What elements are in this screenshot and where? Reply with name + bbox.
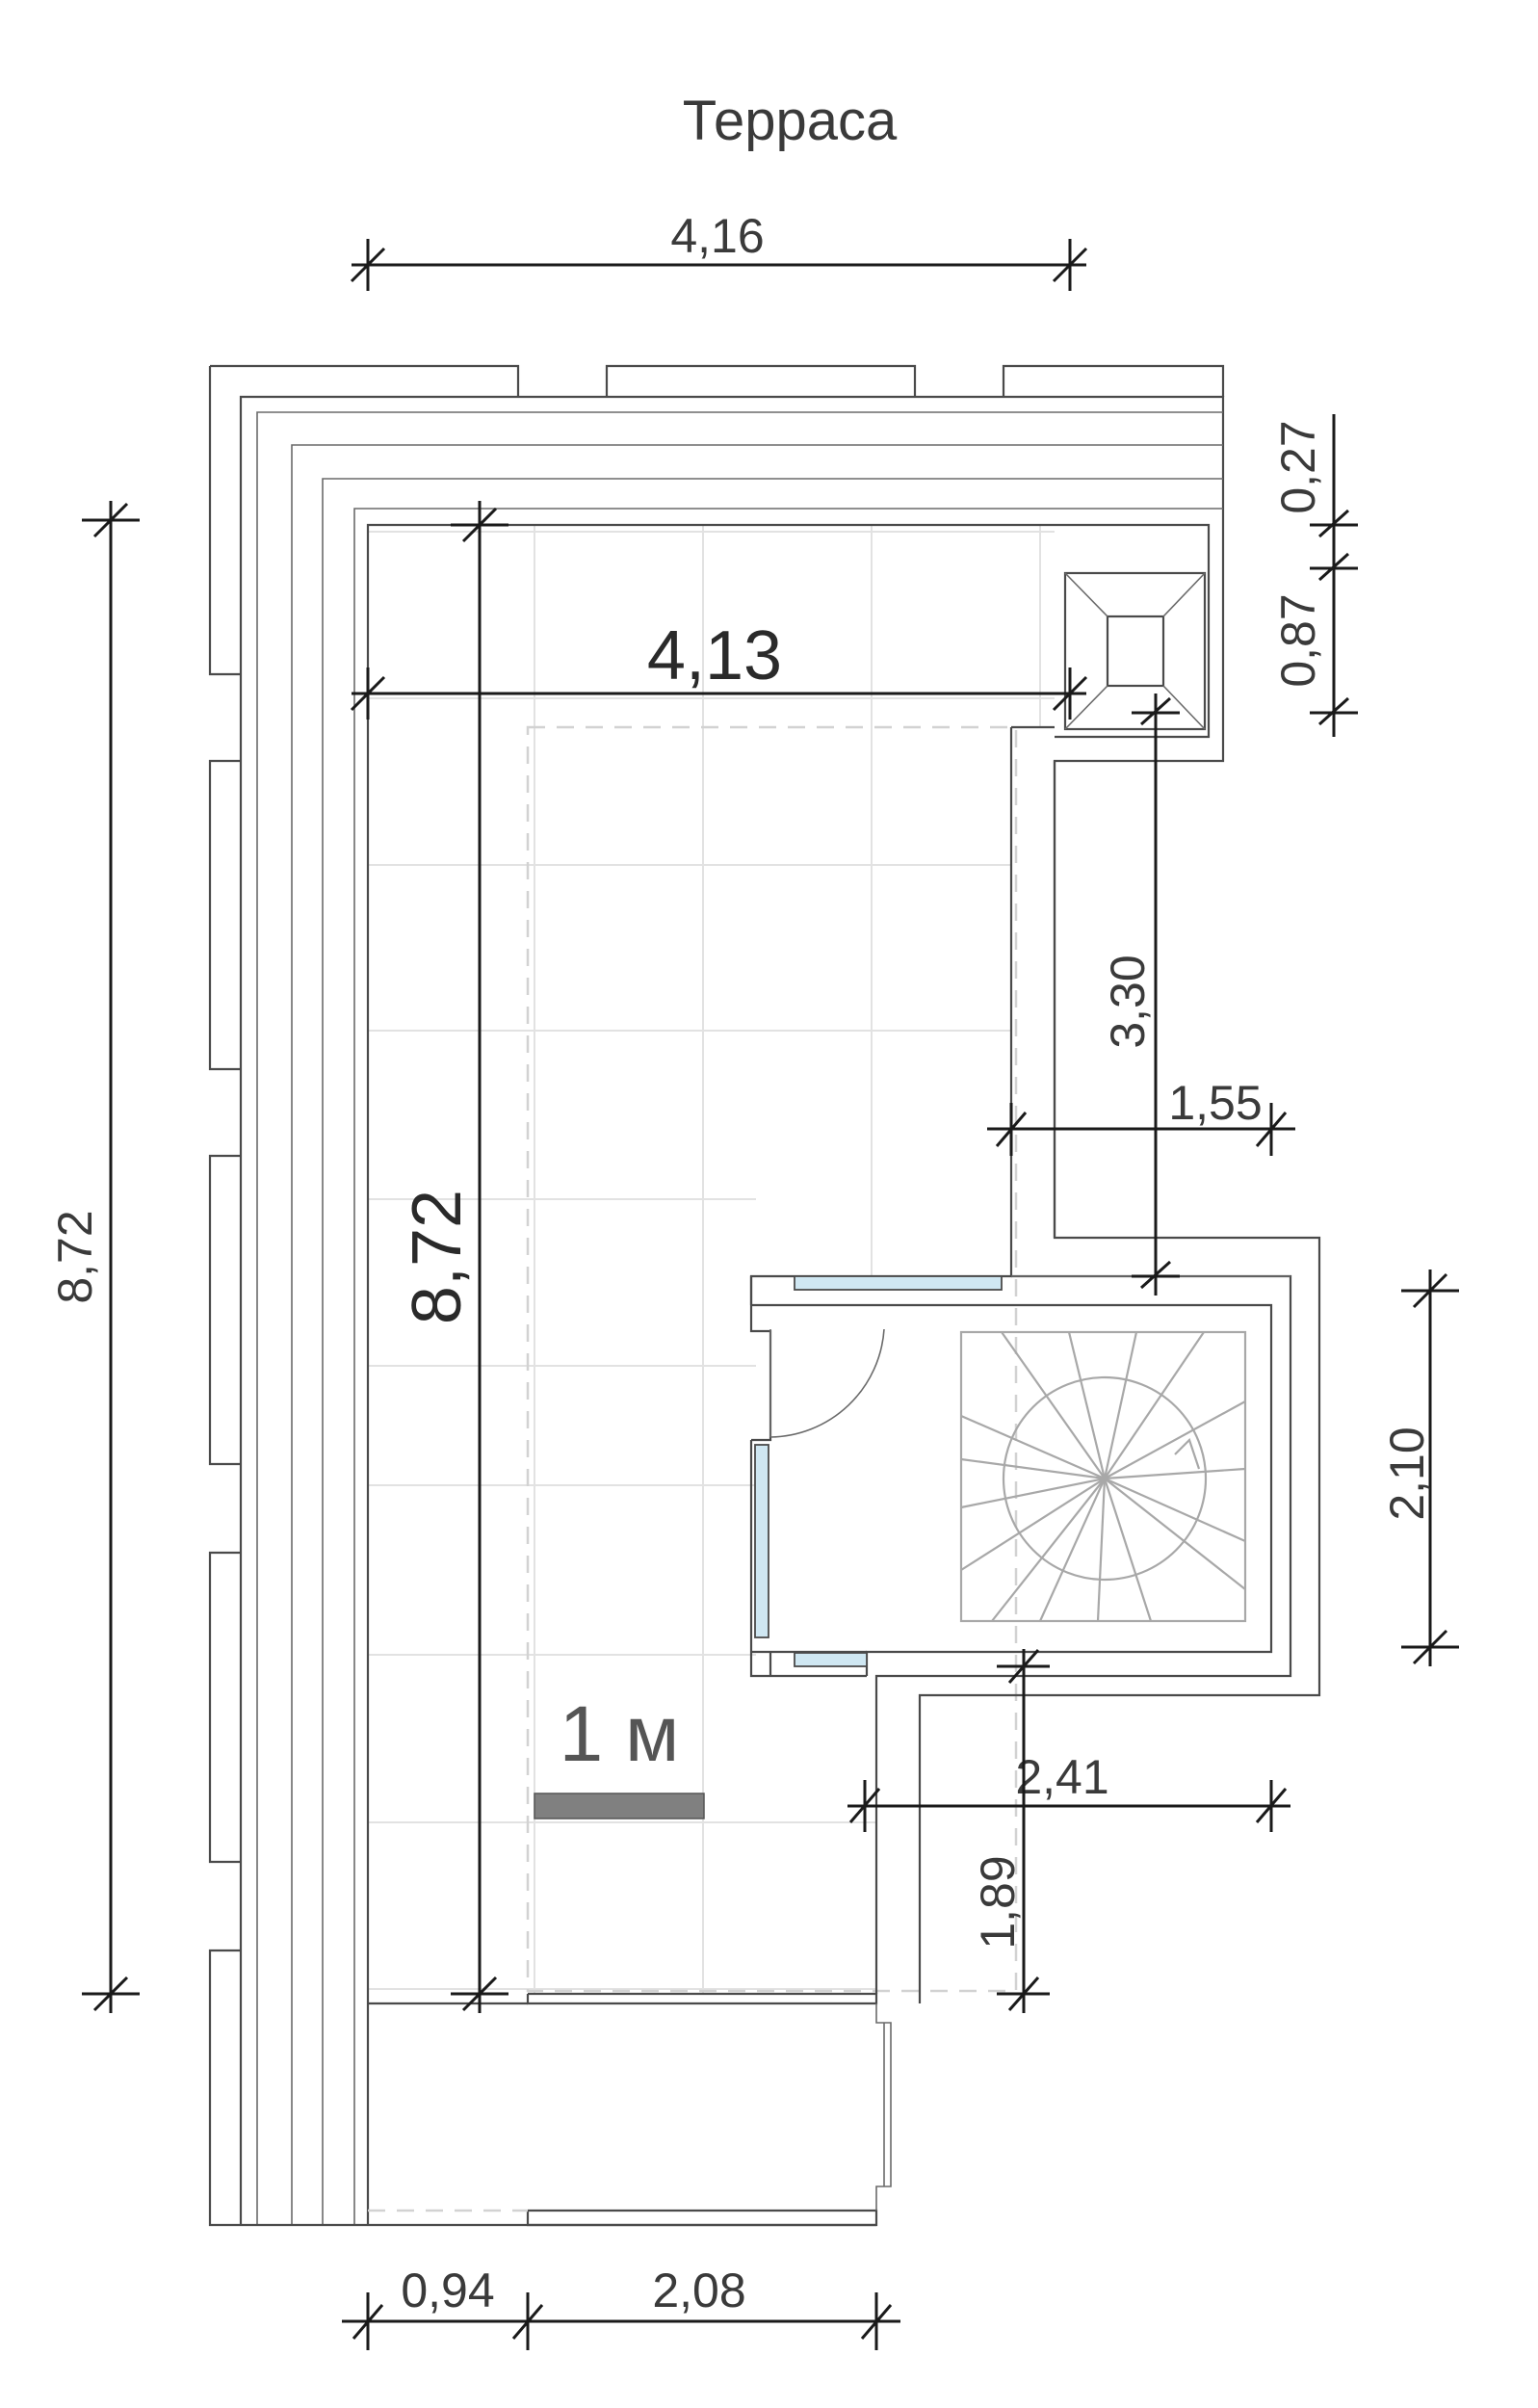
- plan-title: Терраса: [683, 90, 898, 152]
- dimension-top-outer: 4,16: [350, 209, 1088, 291]
- window-bottom: [794, 1652, 868, 1667]
- dimension-label-bottom-left: 0,94: [401, 2264, 494, 2317]
- dimension-label-inner-length: 8,72: [399, 1190, 476, 1324]
- dimension-label-right-passage: 3,30: [1101, 955, 1155, 1048]
- dimension-lower-passage: 1,89: [971, 1649, 1050, 2013]
- dimension-stair-room-height: 2,10: [1380, 1269, 1459, 1666]
- dimension-stair-room-width: 2,41: [847, 1750, 1290, 1832]
- dimension-label-right-pillar: 0,87: [1271, 593, 1325, 687]
- dimension-label-stair-room-height: 2,10: [1380, 1426, 1434, 1520]
- dimension-label-top-outer: 4,16: [670, 209, 764, 263]
- dimension-right-passage: 3,30: [1101, 694, 1180, 1296]
- dimension-right-offset: 1,55: [987, 1076, 1295, 1156]
- dimension-label-left-outer: 8,72: [48, 1210, 102, 1303]
- spiral-staircase: [959, 1330, 1247, 1623]
- corner-pillar: [1063, 571, 1207, 731]
- dimension-inner-width: 4,13: [350, 617, 1088, 720]
- dimension-label-inner-width: 4,13: [647, 617, 782, 694]
- dimension-right-top: 0,27 0,87: [1271, 414, 1358, 737]
- dimension-label-lower-passage: 1,89: [971, 1855, 1025, 1949]
- window-top: [794, 1275, 1003, 1291]
- dimension-bottom: 0,94 2,08: [342, 2264, 900, 2350]
- door-swing: [769, 1328, 885, 1438]
- wall-outlines: [208, 364, 1321, 2227]
- dimension-label-stair-room-width: 2,41: [1015, 1750, 1108, 1804]
- scale-bar-rect: [534, 1793, 705, 1819]
- scale-bar: 1 м: [534, 1690, 705, 1819]
- dimension-inner-length: 8,72: [399, 501, 508, 2013]
- dimension-label-right-offset: 1,55: [1168, 1076, 1262, 1130]
- stair-room-windows: [754, 1275, 1003, 1667]
- dimension-label-right-top-small: 0,27: [1271, 420, 1325, 513]
- dimension-label-bottom-right: 2,08: [652, 2264, 745, 2317]
- dimension-left-outer: 8,72: [48, 501, 140, 2013]
- window-left: [754, 1444, 769, 1638]
- scale-bar-label: 1 м: [560, 1690, 680, 1778]
